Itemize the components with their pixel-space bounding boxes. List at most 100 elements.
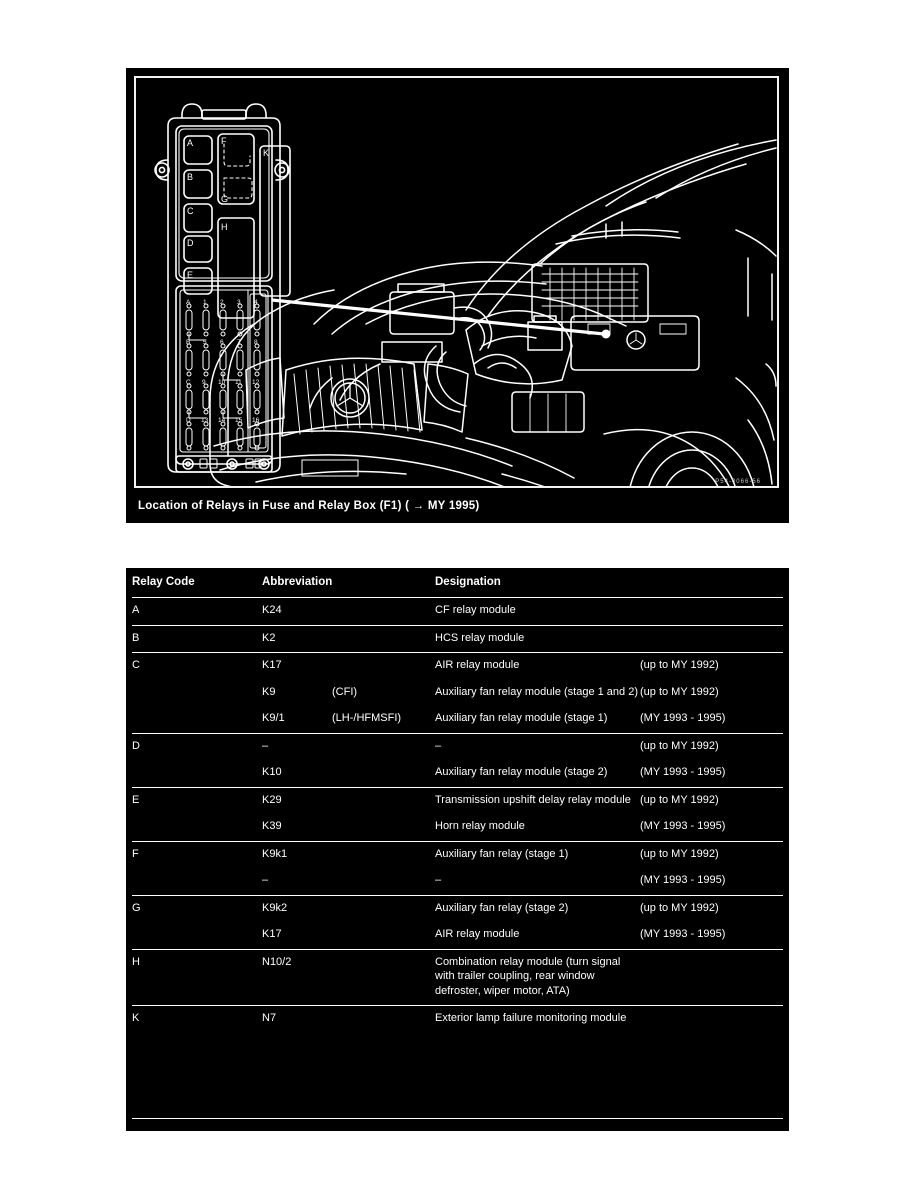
cell-abbreviation: – <box>262 732 332 761</box>
table-row: K39 Horn relay module (MY 1993 - 1995) <box>132 814 783 841</box>
svg-text:F: F <box>221 136 227 146</box>
cell-abbreviation: N7 <box>262 1005 332 1033</box>
header-relay-code: Relay Code <box>132 574 262 598</box>
cell-model-year-note <box>640 597 783 626</box>
cell-designation: AIR relay module <box>435 928 520 941</box>
cell-designation: Exterior lamp failure monitoring module <box>435 1005 640 1033</box>
cell-abbreviation: K10 <box>262 766 282 779</box>
svg-text:16: 16 <box>252 417 260 424</box>
cell-designation: Auxiliary fan relay (stage 2) <box>435 894 640 923</box>
cell-model-year-note <box>640 1005 783 1033</box>
cell-abbreviation: K17 <box>262 928 282 941</box>
cell-model-year-note: (up to MY 1992) <box>640 786 783 815</box>
car-illustration <box>209 139 777 486</box>
cell-abbreviation-variant <box>332 868 435 895</box>
cell-designation: HCS relay module <box>435 624 640 653</box>
cell-abbreviation-variant <box>332 948 435 1006</box>
cell-abbreviation-variant <box>332 597 435 626</box>
figure-watermark: P54-0066-56 <box>715 479 761 485</box>
cell-model-year-note: (MY 1993 - 1995) <box>640 820 726 833</box>
cell-model-year-note: (up to MY 1992) <box>640 894 783 923</box>
cell-designation: Horn relay module <box>435 820 525 833</box>
table-row: D––(up to MY 1992) <box>132 732 783 761</box>
svg-text:D: D <box>186 417 191 424</box>
cell-relay-code <box>132 922 262 949</box>
svg-text:5: 5 <box>203 339 207 346</box>
svg-text:A: A <box>187 138 193 148</box>
cell-abbreviation-variant <box>332 1005 435 1033</box>
cell-designation: – <box>435 874 442 887</box>
header-designation: Designation <box>435 574 783 598</box>
cell-relay-code: G <box>132 894 262 923</box>
cell-relay-code <box>132 706 262 733</box>
cell-relay-code: B <box>132 624 262 653</box>
cell-abbreviation: K17 <box>262 652 332 680</box>
svg-text:13: 13 <box>201 417 209 424</box>
cell-abbreviation: K29 <box>262 786 332 815</box>
cell-model-year-note: (up to MY 1992) <box>640 840 783 869</box>
cell-designation: Auxiliary fan relay module (stage 1) <box>435 712 608 725</box>
cell-abbreviation-variant <box>332 624 435 653</box>
svg-text:C: C <box>186 379 191 386</box>
cell-abbreviation: N10/2 <box>262 948 332 1006</box>
svg-text:B: B <box>187 172 193 182</box>
cell-abbreviation-variant <box>332 814 435 841</box>
cell-designation: Auxiliary fan relay (stage 1) <box>435 840 640 869</box>
cell-model-year-note: (MY 1993 - 1995) <box>640 874 726 887</box>
svg-text:14: 14 <box>218 417 226 424</box>
cell-model-year-note <box>640 624 783 653</box>
relay-slot-labels: A B C D E F G H K <box>187 136 269 280</box>
table-row: K9/1(LH-/HFMSFI)Auxiliary fan relay modu… <box>132 706 783 733</box>
cell-designation: Combination relay module (turn signal wi… <box>435 948 640 1006</box>
svg-text:B: B <box>186 339 190 346</box>
cell-model-year-note: (up to MY 1992) <box>640 732 783 761</box>
cell-abbreviation: K2 <box>262 624 332 653</box>
cell-relay-code: K <box>132 1005 262 1033</box>
cell-designation: Auxiliary fan relay module (stage 1 and … <box>435 685 638 698</box>
cell-model-year-note: (up to MY 1992) <box>640 652 783 680</box>
cell-model-year-note: (MY 1993 - 1995) <box>640 712 726 725</box>
cell-model-year-note: (up to MY 1992) <box>640 685 719 698</box>
cell-abbreviation: K39 <box>262 820 282 833</box>
cell-relay-code: C <box>132 652 262 680</box>
cell-relay-code: A <box>132 597 262 626</box>
svg-text:10: 10 <box>218 379 226 386</box>
cell-abbreviation-variant <box>332 786 435 815</box>
cell-abbreviation-variant <box>332 894 435 923</box>
svg-text:3: 3 <box>237 299 241 306</box>
cell-abbreviation-variant <box>332 922 435 949</box>
cell-relay-code <box>132 680 262 707</box>
svg-text:2: 2 <box>220 299 224 306</box>
table-header-row: Relay Code Abbreviation Designation <box>132 574 783 598</box>
cell-relay-code: F <box>132 840 262 869</box>
svg-text:1: 1 <box>203 299 207 306</box>
svg-text:11: 11 <box>235 379 242 386</box>
svg-text:E: E <box>187 270 193 280</box>
cell-abbreviation-variant <box>332 652 435 680</box>
svg-text:A: A <box>186 299 191 306</box>
cell-model-year-note <box>640 948 783 1006</box>
cell-abbreviation: K9k2 <box>262 894 332 923</box>
cell-abbreviation: – <box>262 874 269 887</box>
table-bottom-rule <box>132 1117 783 1119</box>
svg-text:G: G <box>221 194 228 204</box>
cell-relay-code: E <box>132 786 262 815</box>
cell-relay-code: D <box>132 732 262 761</box>
svg-text:H: H <box>221 222 228 232</box>
cell-designation: CF relay module <box>435 597 640 626</box>
svg-text:15: 15 <box>235 417 243 424</box>
cell-abbreviation-variant <box>332 840 435 869</box>
